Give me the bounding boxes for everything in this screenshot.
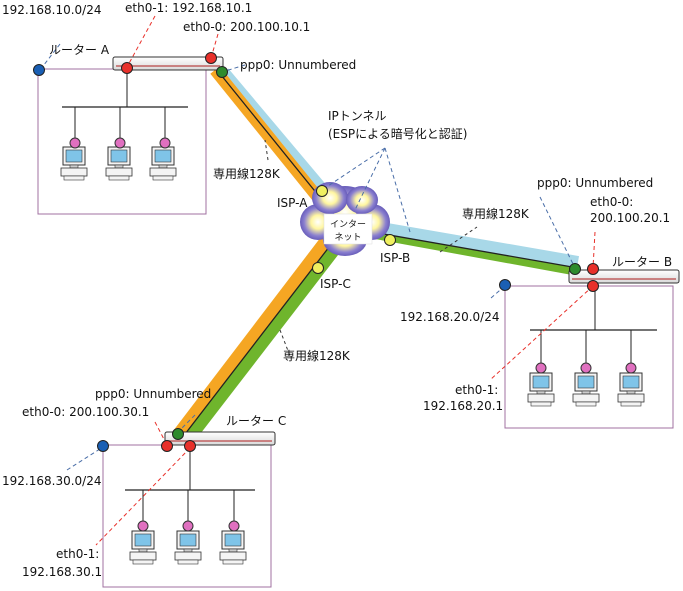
port-b-eth0 — [587, 263, 599, 275]
leased-c-label: 専用線128K — [283, 348, 351, 363]
port-a-eth1 — [121, 62, 133, 74]
host-b3 — [617, 372, 645, 407]
port-a-lan — [33, 64, 45, 76]
port-b-ppp — [569, 263, 581, 275]
internet-cloud: インター ネット — [300, 182, 390, 256]
router-b-eth0-label-1: eth0-0: — [590, 195, 633, 209]
host-c3 — [219, 530, 247, 565]
router-b — [568, 269, 680, 284]
port-b-eth1 — [587, 280, 599, 292]
router-a-eth1-label: eth0-1: 192.168.10.1 — [125, 1, 252, 15]
port-a-ppp — [216, 66, 228, 78]
lan-c — [102, 444, 272, 588]
host-b1 — [527, 372, 555, 407]
isp-b-port — [384, 234, 396, 246]
tunnel-label-line1: IPトンネル — [328, 109, 387, 123]
router-b-eth1-label-1: eth0-1: — [455, 383, 498, 397]
lan-a — [37, 68, 207, 215]
isp-b-label: ISP-B — [380, 251, 410, 265]
leased-callouts — [264, 139, 478, 357]
router-b-ppp-label: ppp0: Unnumbered — [537, 176, 653, 190]
host-a3 — [149, 146, 177, 181]
port-c-eth1 — [184, 440, 196, 452]
blue-callouts — [39, 43, 576, 471]
router-a-name: ルーター A — [49, 43, 110, 57]
port-b-lan — [499, 279, 511, 291]
internet-label-line1: インター — [330, 219, 366, 230]
router-c-eth1-label-1: eth0-1: — [56, 547, 99, 561]
port-c-lan — [97, 440, 109, 452]
tunnel-label-line2: (ESPによる暗号化と認証) — [328, 126, 467, 141]
router-a-ppp-label: ppp0: Unnumbered — [240, 58, 356, 72]
router-b-eth1-label-2: 192.168.20.1 — [423, 399, 503, 413]
router-c-name: ルーター C — [226, 414, 286, 428]
host-c1 — [129, 530, 157, 565]
lan-a-network-label: 192.168.10.0/24 — [2, 3, 101, 17]
router-c-ppp-label: ppp0: Unnumbered — [95, 387, 211, 401]
host-a2 — [105, 146, 133, 181]
router-c-eth1-label-2: 192.168.30.1 — [22, 565, 102, 579]
isp-c-port — [312, 262, 324, 274]
isp-c-label: ISP-C — [320, 277, 351, 291]
lan-b-network-label: 192.168.20.0/24 — [400, 310, 499, 324]
port-c-eth0 — [161, 440, 173, 452]
isp-a-port — [316, 185, 328, 197]
internet-label-line2: ネット — [334, 232, 361, 243]
host-a1 — [60, 146, 88, 181]
lan-b — [504, 285, 674, 429]
router-a-eth0-label: eth0-0: 200.100.10.1 — [183, 20, 310, 34]
host-c2 — [174, 530, 202, 565]
router-a — [112, 56, 224, 71]
host-b2 — [572, 372, 600, 407]
lan-c-network-label: 192.168.30.0/24 — [2, 474, 101, 488]
router-b-name: ルーター B — [612, 255, 672, 269]
router-c-eth0-label: eth0-0: 200.100.30.1 — [22, 405, 149, 419]
router-b-eth0-label-2: 200.100.20.1 — [590, 211, 670, 225]
link-b — [368, 220, 580, 276]
leased-b-label: 専用線128K — [462, 206, 530, 221]
port-a-eth0 — [205, 52, 217, 64]
port-c-ppp — [172, 428, 184, 440]
leased-a-label: 専用線128K — [213, 166, 281, 181]
isp-a-label: ISP-A — [277, 196, 308, 210]
ports — [33, 52, 599, 452]
